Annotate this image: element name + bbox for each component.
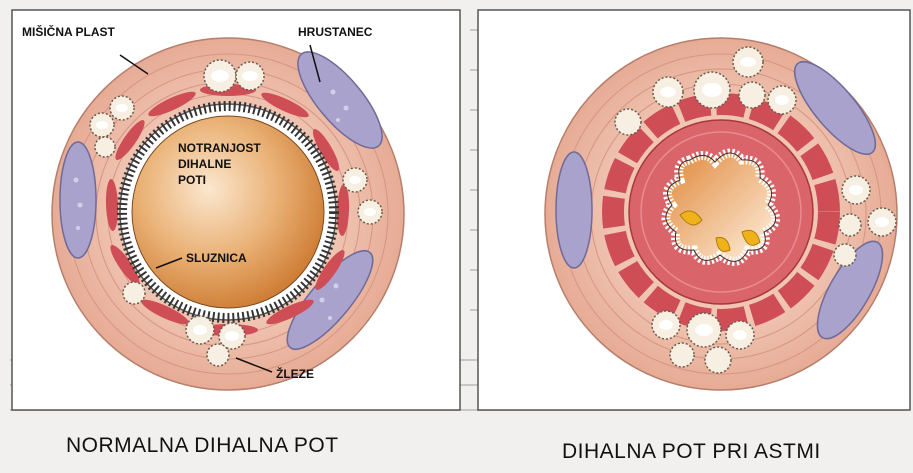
label-lumen-line1: NOTRANJOST — [178, 141, 261, 155]
label-cartilage: HRUSTANEC — [298, 25, 373, 39]
label-glands: ŽLEZE — [276, 366, 314, 381]
caption-asthma-airway: DIHALNA POT PRI ASTMI — [562, 440, 821, 464]
caption-normal-airway: NORMALNA DIHALNA POT — [66, 434, 339, 458]
normal-airway — [52, 38, 404, 390]
label-mucosa: SLUZNICA — [186, 251, 247, 265]
label-lumen-line3: POTI — [178, 173, 206, 187]
label-lumen-line2: DIHALNE — [178, 157, 231, 171]
asthma-airway — [545, 38, 897, 390]
label-muscle: MIŠIČNA PLAST — [22, 24, 116, 39]
